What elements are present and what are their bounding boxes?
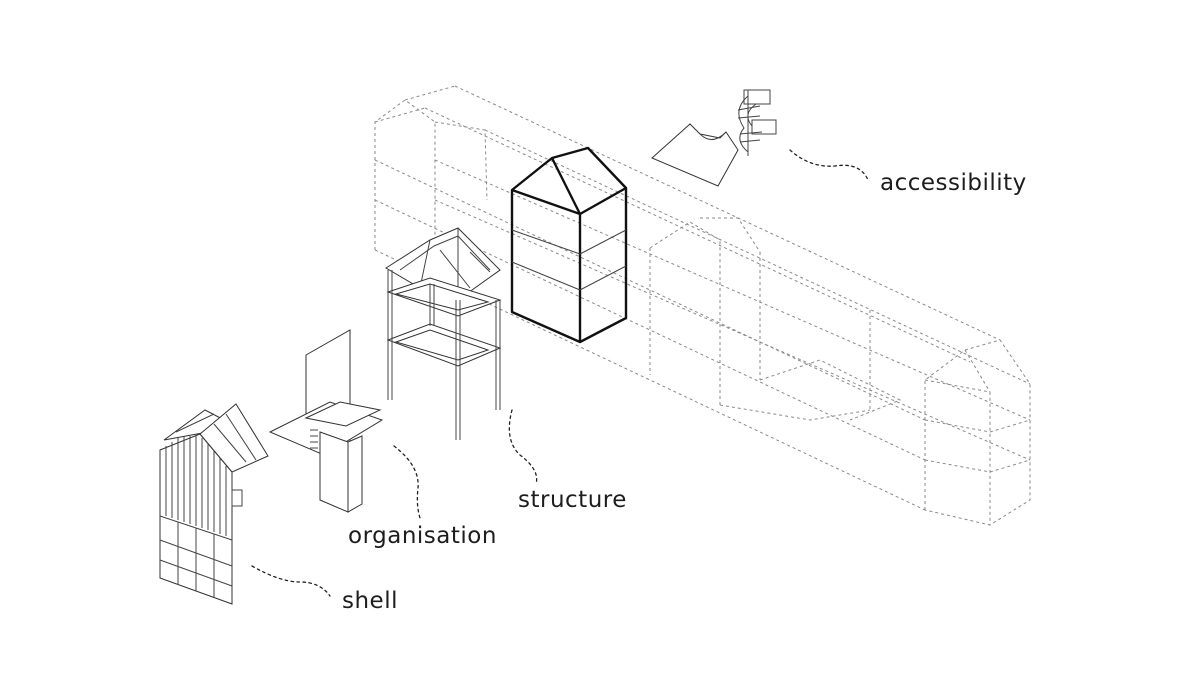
leader-accessibility <box>789 149 869 181</box>
leader-structure <box>508 409 538 485</box>
leader-lines <box>251 149 869 597</box>
terrace-context-dashed <box>374 85 1031 526</box>
volume-bold-house <box>510 146 628 344</box>
label-structure: structure <box>518 487 627 513</box>
label-shell: shell <box>342 588 398 614</box>
leader-shell <box>251 565 331 597</box>
label-accessibility: accessibility <box>880 170 1027 196</box>
spiral-stair <box>737 89 777 156</box>
leader-organisation <box>393 445 421 519</box>
accessibility-stair-element <box>651 89 777 187</box>
organisation-element <box>268 329 384 513</box>
label-organisation: organisation <box>348 523 497 549</box>
shell-element <box>159 403 269 605</box>
structure-frame <box>385 227 502 440</box>
